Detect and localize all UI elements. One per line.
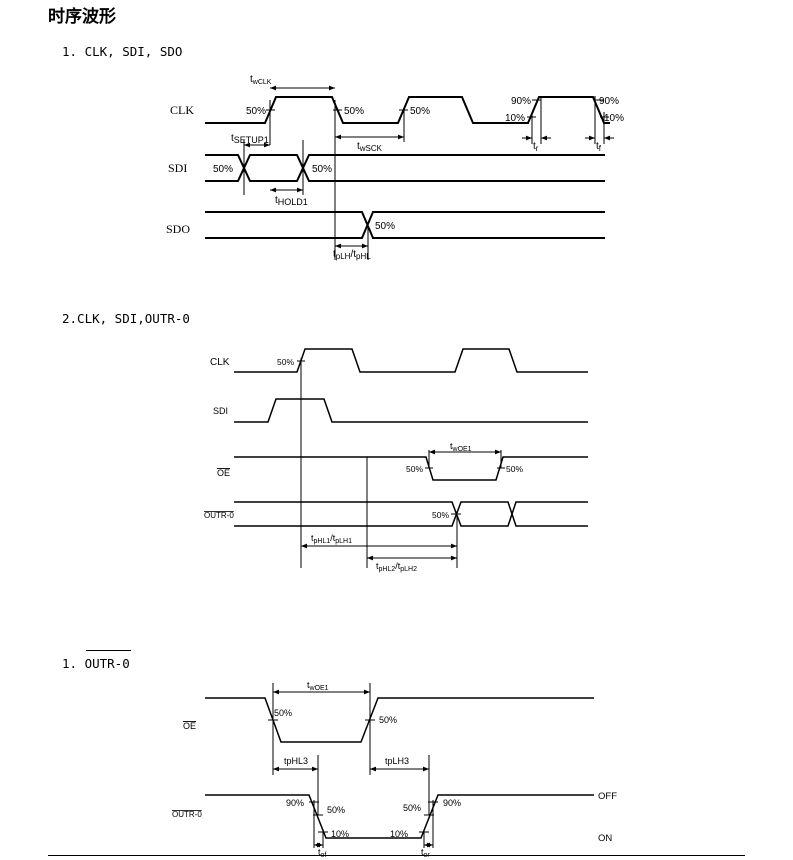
outr-waveform (205, 794, 594, 839)
pct-label: 50% (379, 715, 397, 725)
pct-label: 50% (410, 106, 430, 117)
tphl1-label: tpHL1/tpLH1 (311, 533, 352, 545)
tsetup1-label: tSETUP1 (231, 133, 269, 145)
diagram-1-labels: CLK SDI SDO 50% 50% 50% 90% 10% 90% 10% … (166, 74, 624, 261)
outr-label: OUTR-0 (204, 511, 234, 520)
thold1-label: tHOLD1 (275, 195, 308, 207)
pct-label: 50% (432, 510, 449, 520)
pct-label: 90% (511, 96, 531, 107)
diagram-2 (234, 348, 588, 568)
tplh-label: tpLH/tpHL (333, 249, 371, 261)
tr-label: tr (533, 141, 539, 153)
clk-waveform (205, 96, 610, 124)
sdi-label: SDI (168, 161, 187, 175)
sdi-waveform (234, 398, 588, 423)
diagram-2-labels: CLK SDI OE OUTR-0 50% 50% 50% 50% twOE1 … (204, 357, 523, 573)
sdi-bus-top (205, 154, 605, 182)
pct-label: 50% (506, 464, 523, 474)
tor-label: tor (421, 847, 430, 859)
pct-label: 10% (390, 829, 408, 839)
tphl3-label: tpHL3 (284, 756, 308, 766)
diagram-1 (205, 85, 614, 260)
state-off-label: OFF (598, 791, 617, 802)
pct-label: 10% (505, 113, 525, 124)
sdo-label: SDO (166, 222, 190, 236)
pct-label: 50% (344, 106, 364, 117)
oe-label: OE (217, 468, 230, 478)
outr-overline (86, 650, 131, 651)
oe-waveform (205, 697, 594, 743)
pct-label: 10% (331, 829, 349, 839)
pct-label: 50% (327, 805, 345, 815)
oe-label: OE (183, 721, 196, 731)
diagram-3-labels: OE OUTR-0 50% 50% 90% 50% 10% 50% 10% 90… (172, 680, 617, 859)
pct-label: 50% (312, 164, 332, 175)
outr-label: OUTR-0 (172, 810, 202, 819)
sdi-bus-bottom (205, 154, 605, 182)
diagram-3 (205, 683, 594, 848)
section-2-heading: 2.CLK, SDI,OUTR-0 (62, 311, 190, 326)
pct-label: 50% (406, 464, 423, 474)
twoe1-label: twOE1 (450, 441, 472, 453)
tf-label: tf (596, 141, 602, 153)
bottom-rule (48, 855, 745, 856)
tof-label: tof (318, 847, 326, 859)
tplh3-label: tpLH3 (385, 756, 409, 766)
twsck-label: twSCK (357, 141, 383, 153)
state-on-label: ON (598, 833, 612, 844)
clk-label: CLK (210, 357, 230, 368)
tphl2-label: tpHL2/tpLH2 (376, 561, 417, 573)
pct-label: 90% (599, 96, 619, 107)
clk-label: CLK (170, 103, 194, 117)
section-1-heading: 1. CLK, SDI, SDO (62, 44, 183, 59)
pct-label: 50% (375, 221, 395, 232)
outr-bus-top (234, 501, 588, 527)
twoe1-label: twOE1 (307, 680, 329, 692)
page-title: 时序波形 (48, 7, 116, 27)
pct-label: 50% (246, 106, 266, 117)
pct-label: 90% (443, 798, 461, 808)
twclk-label: twCLK (250, 74, 272, 86)
sdo-bus-bottom (205, 211, 605, 239)
sdo-bus-top (205, 211, 605, 239)
pct-label: 10% (604, 113, 624, 124)
sdi-label: SDI (213, 406, 228, 416)
pct-label: 50% (403, 803, 421, 813)
outr-bus-bottom (234, 501, 588, 527)
pct-label: 50% (274, 708, 292, 718)
pct-label: 50% (277, 357, 294, 367)
pct-label: 90% (286, 798, 304, 808)
pct-label: 50% (213, 164, 233, 175)
section-3-heading: 1. OUTR-0 (62, 656, 130, 671)
oe-waveform (234, 456, 588, 481)
